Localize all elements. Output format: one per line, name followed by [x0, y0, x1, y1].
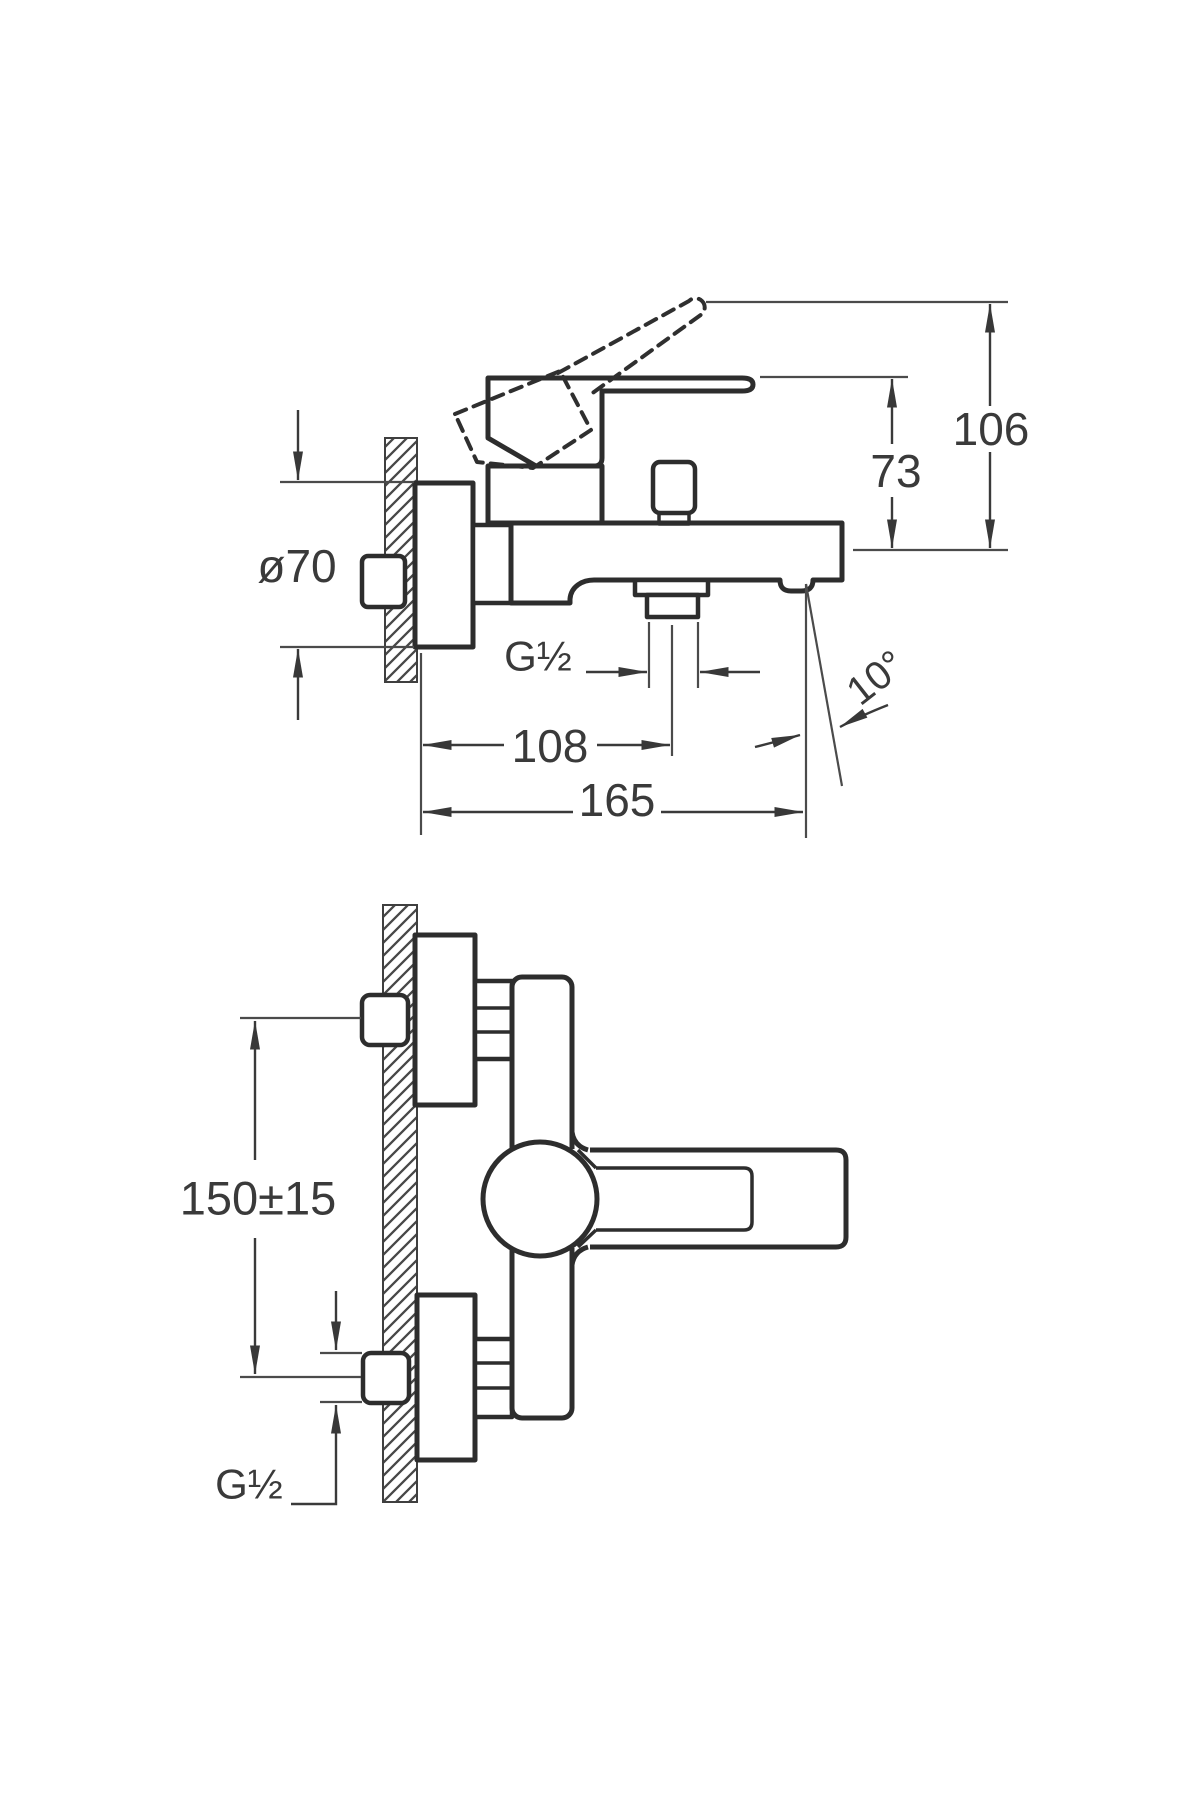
body-connector [470, 522, 514, 606]
inlet-nut-top [359, 992, 411, 1048]
label-outlet-thread: G½ [504, 633, 572, 680]
side-view: 106 73 ø70 G½ 108 165 10° [257, 296, 1030, 838]
supply-elbow [359, 553, 408, 610]
inlet-shaft-bottom-steps [475, 1361, 512, 1390]
handle-lever-dashed [556, 296, 707, 399]
label-inlet-thread: G½ [215, 1461, 283, 1508]
spout-channel [596, 1166, 754, 1232]
spout-root-fillets [569, 1131, 589, 1266]
handle-lever [485, 375, 756, 469]
inlet-shaft-bottom [472, 1336, 515, 1420]
aerator-outlet [644, 592, 701, 620]
inlet-shaft-top [472, 978, 515, 1062]
cartridge-housing [485, 463, 605, 526]
label-wall-to-spout-tip: 165 [579, 774, 656, 826]
label-escutcheon-diameter: ø70 [257, 540, 336, 592]
inlet-flange-bottom [414, 1292, 478, 1463]
cartridge-circle [480, 1139, 600, 1259]
angle-arc-right [839, 703, 889, 729]
label-wall-to-outlet: 108 [512, 720, 589, 772]
dim-leader-g12-up [291, 1404, 341, 1506]
spout-plan-outline [590, 1147, 849, 1250]
swivel-tilt-line [804, 583, 844, 787]
spout-channel-chamfers [576, 1148, 598, 1249]
diverter-knob [650, 459, 698, 516]
angle-arc-left [754, 733, 801, 749]
escutcheon-flange [412, 480, 476, 650]
inlet-nut-bottom [360, 1350, 412, 1406]
inlet-flange-top [412, 932, 478, 1108]
plan-view: 150±15 G½ [180, 904, 849, 1508]
inlet-shaft-top-steps [475, 1006, 512, 1034]
spout-body [508, 520, 845, 606]
label-spout-angle: 10° [839, 642, 914, 714]
label-total-height: 106 [953, 403, 1030, 455]
label-body-height: 73 [870, 445, 921, 497]
label-inlet-center-distance: 150±15 [180, 1172, 337, 1225]
